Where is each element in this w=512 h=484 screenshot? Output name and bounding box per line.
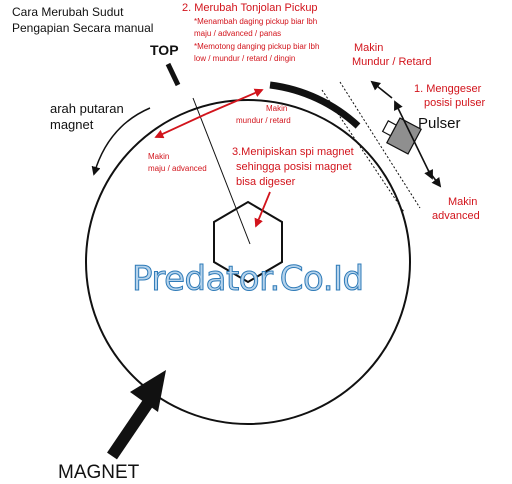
step2-title: 2. Merubah Tonjolan Pickup [182, 2, 318, 14]
pulser-sensor [381, 117, 422, 155]
step1-line2: posisi pulser [424, 97, 486, 109]
top-marker [165, 62, 181, 87]
title-line-1: Cara Merubah Sudut [12, 5, 124, 19]
pickup-bump [269, 81, 361, 129]
step2-note1-line1: *Menambah daging pickup biar lbh [194, 17, 318, 26]
step3-line1: 3.Menipiskan spi magnet [232, 146, 354, 158]
step1-retard-line1: Makin [354, 42, 384, 54]
step2-advanced-line2: maju / advanced [148, 164, 207, 173]
step3-line3: bisa digeser [236, 176, 296, 188]
step2-advanced-line1: Makin [148, 152, 170, 161]
retard-arrow [205, 88, 264, 115]
center-line [192, 97, 251, 245]
rotation-label-line-1: arah putaran [50, 101, 124, 116]
step1-retard-line2: Mundur / Retard [352, 56, 432, 68]
step2-retard-line1: Makin [266, 104, 288, 113]
top-label: TOP [150, 42, 179, 58]
pulser-advanced-arrow [427, 169, 442, 188]
magnet-rotor-circle [85, 99, 411, 425]
rotation-arrow [91, 107, 151, 176]
pulser-retard-arrow [370, 80, 393, 99]
rotation-label-line-2: magnet [50, 117, 94, 132]
title-line-2: Pengapian Secara manual [12, 21, 154, 35]
step1-advanced-line1: Makin [448, 196, 478, 208]
step3-line2: sehingga posisi magnet [236, 161, 352, 173]
step2-note2-line1: *Memotong danging pickup biar lbh [194, 42, 320, 51]
step2-note2-line2: low / mundur / retard / dingin [194, 54, 296, 63]
step2-retard-line2: mundur / retard [236, 116, 291, 125]
hex-hub [213, 200, 283, 284]
pulser-move-arrow [394, 100, 433, 180]
pulser-label: Pulser [418, 115, 461, 132]
magnet-pointer-arrow [107, 370, 166, 460]
spi-magnet-arrow [254, 191, 271, 228]
pulser-guide-line-1 [321, 89, 405, 213]
step2-note1-line2: maju / advanced / panas [194, 29, 282, 38]
pulser-guide-line-2 [339, 81, 421, 209]
step1-advanced-line2: advanced [432, 210, 480, 222]
step1-line1: 1. Menggeser [414, 83, 482, 95]
magnet-label: MAGNET [58, 462, 140, 483]
advanced-arrow [154, 113, 207, 139]
watermark: Predator.Co.Id [132, 259, 365, 299]
